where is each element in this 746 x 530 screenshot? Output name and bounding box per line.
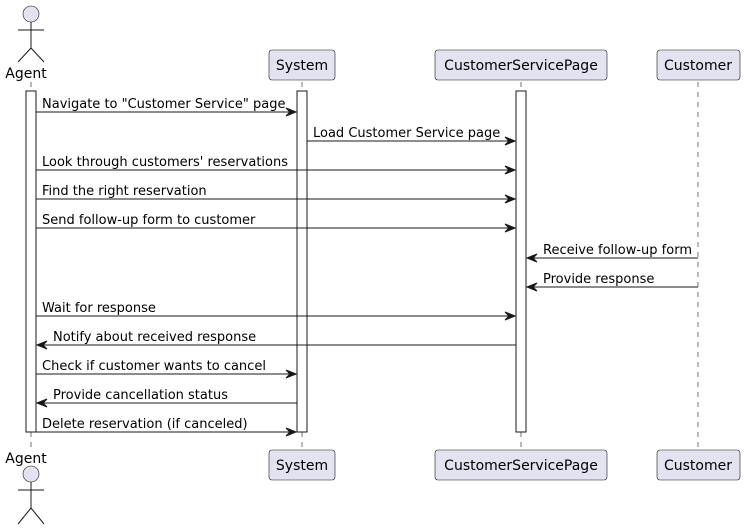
- activation-customerservicepage: [515, 90, 527, 433]
- participant-label-customerservicepage-top: CustomerServicePage: [444, 58, 598, 74]
- participant-label-agent-top: Agent: [5, 66, 47, 82]
- message-label: Check if customer wants to cancel: [42, 359, 266, 374]
- participant-box-system-top: [268, 49, 336, 81]
- message-label: Delete reservation (if canceled): [42, 417, 248, 432]
- participant-label-customerservicepage-bottom: CustomerServicePage: [444, 458, 598, 474]
- activation-system: [296, 90, 308, 433]
- message-label: Provide response: [543, 272, 654, 287]
- arrowhead-icon: [504, 136, 517, 146]
- arrowhead-icon: [285, 369, 298, 379]
- arrowhead-icon: [504, 311, 517, 321]
- participant-label-system-top: System: [276, 58, 328, 74]
- participant-label-customer-top: Customer: [664, 58, 732, 74]
- arrowhead-icon: [35, 398, 48, 408]
- actor-agent-bottom: [17, 465, 45, 525]
- participant-box-customer-bottom: [656, 449, 741, 481]
- message-label: Wait for response: [42, 301, 156, 316]
- participant-box-customerservicepage-bottom: [434, 449, 608, 481]
- message-label: Load Customer Service page: [313, 126, 500, 141]
- message-label: Navigate to "Customer Service" page: [42, 97, 286, 112]
- actor-agent-top: [17, 5, 45, 63]
- message-label: Send follow-up form to customer: [42, 213, 256, 228]
- message-label: Look through customers' reservations: [42, 155, 288, 170]
- message-label: Provide cancellation status: [53, 388, 228, 403]
- participant-label-system-bottom: System: [276, 458, 328, 474]
- participant-label-customer-bottom: Customer: [664, 458, 732, 474]
- arrowhead-icon: [504, 223, 517, 233]
- arrowhead-icon: [285, 427, 298, 437]
- actor-head-icon: [22, 465, 40, 483]
- arrowhead-icon: [285, 107, 298, 117]
- activation-agent: [25, 90, 37, 433]
- arrowhead-icon: [525, 253, 538, 263]
- messages-group: Navigate to "Customer Service" pageLoad …: [35, 97, 698, 437]
- actor-head-icon: [22, 5, 40, 23]
- arrowhead-icon: [525, 282, 538, 292]
- participant-box-customerservicepage-top: [434, 49, 608, 81]
- participant-label-agent-bottom: Agent: [5, 451, 47, 467]
- arrowhead-icon: [35, 340, 48, 350]
- message-label: Find the right reservation: [42, 184, 207, 199]
- arrowhead-icon: [504, 165, 517, 175]
- arrowhead-icon: [504, 194, 517, 204]
- participant-box-system-bottom: [268, 449, 336, 481]
- participant-box-customer-top: [656, 49, 741, 81]
- message-label: Receive follow-up form: [543, 243, 692, 258]
- message-label: Notify about received response: [53, 330, 256, 345]
